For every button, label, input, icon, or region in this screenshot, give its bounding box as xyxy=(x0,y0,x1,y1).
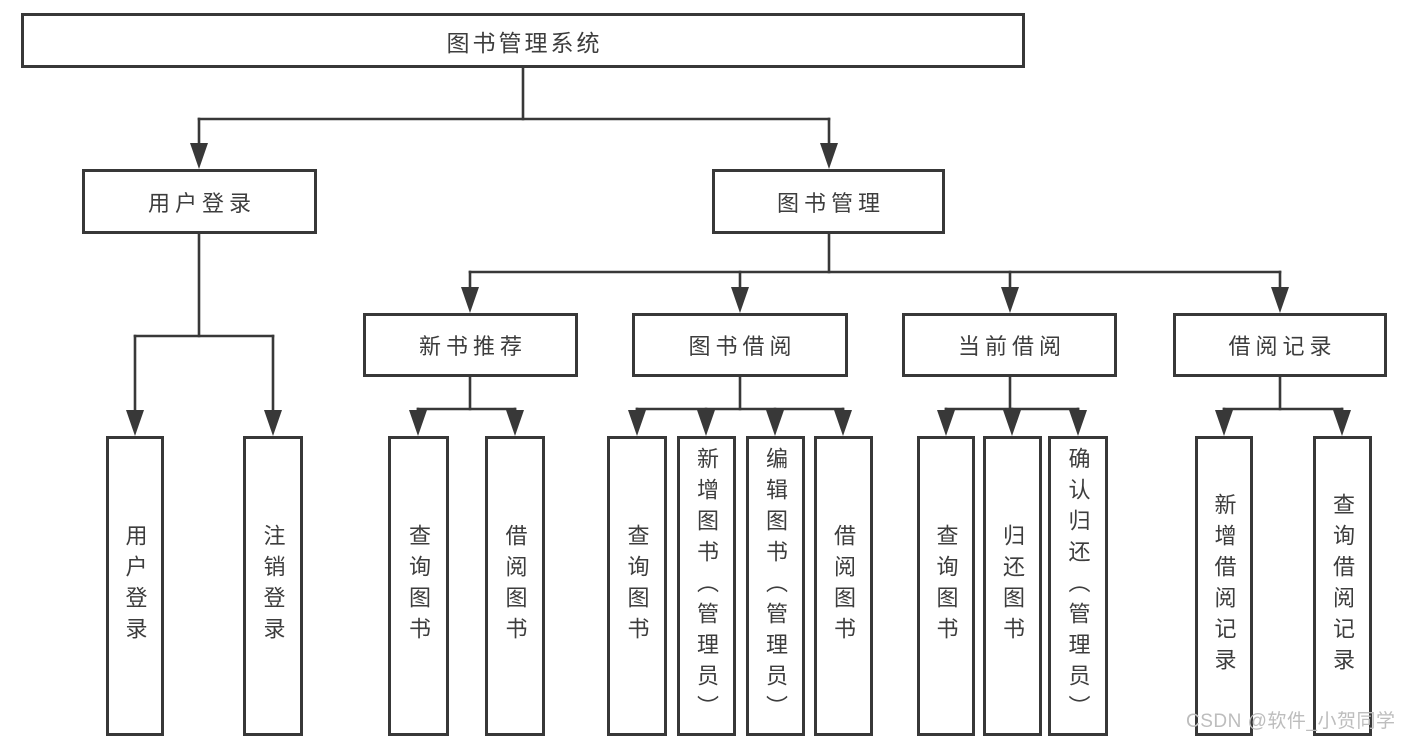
node-user-login: 用户登录 xyxy=(82,169,317,234)
node-label: 借阅记录 xyxy=(1228,334,1337,359)
leaf-query-books-current: 查询图书 xyxy=(917,436,975,736)
node-label: 查询图书 xyxy=(624,524,650,648)
node-library-system: 图书管理系统 xyxy=(21,13,1025,68)
node-label: 确认归还（管理员） xyxy=(1065,446,1091,726)
leaf-query-books-borrowing: 查询图书 xyxy=(607,436,667,736)
leaf-edit-books-admin: 编辑图书（管理员） xyxy=(746,436,805,736)
leaf-add-borrow-record: 新增借阅记录 xyxy=(1195,436,1253,736)
node-label: 借阅图书 xyxy=(831,524,857,648)
node-label: 编辑图书（管理员） xyxy=(763,446,789,726)
leaf-borrow-books-recommend: 借阅图书 xyxy=(485,436,545,736)
node-current-borrowing: 当前借阅 xyxy=(902,313,1117,377)
node-label: 图书管理 xyxy=(776,190,885,216)
leaf-confirm-return-admin: 确认归还（管理员） xyxy=(1048,436,1108,736)
node-label: 用户登录 xyxy=(122,524,148,648)
leaf-query-books-recommend: 查询图书 xyxy=(388,436,449,736)
node-book-borrowing: 图书借阅 xyxy=(632,313,848,377)
node-label: 查询借阅记录 xyxy=(1330,493,1356,679)
node-borrow-records: 借阅记录 xyxy=(1173,313,1387,377)
leaf-borrow-books-borrowing: 借阅图书 xyxy=(814,436,873,736)
node-book-management: 图书管理 xyxy=(712,169,945,234)
node-label: 新增借阅记录 xyxy=(1211,493,1237,679)
node-label: 用户登录 xyxy=(147,190,256,216)
leaf-return-books: 归还图书 xyxy=(983,436,1042,736)
node-label: 图书管理系统 xyxy=(446,29,603,56)
leaf-user-login: 用户登录 xyxy=(106,436,164,736)
node-label: 新书推荐 xyxy=(418,334,527,359)
node-label: 图书借阅 xyxy=(688,334,797,359)
leaf-query-borrow-record: 查询借阅记录 xyxy=(1313,436,1372,736)
node-label: 新增图书（管理员） xyxy=(694,446,720,726)
node-label: 归还图书 xyxy=(1000,524,1026,648)
node-label: 当前借阅 xyxy=(957,334,1066,359)
node-new-book-recommend: 新书推荐 xyxy=(363,313,578,377)
leaf-add-books-admin: 新增图书（管理员） xyxy=(677,436,736,736)
node-label: 借阅图书 xyxy=(502,524,528,648)
node-label: 查询图书 xyxy=(406,524,432,648)
node-label: 注销登录 xyxy=(260,524,286,648)
watermark: CSDN @软件_小贺同学 xyxy=(1186,711,1396,732)
node-label: 查询图书 xyxy=(933,524,959,648)
leaf-logout-login: 注销登录 xyxy=(243,436,303,736)
